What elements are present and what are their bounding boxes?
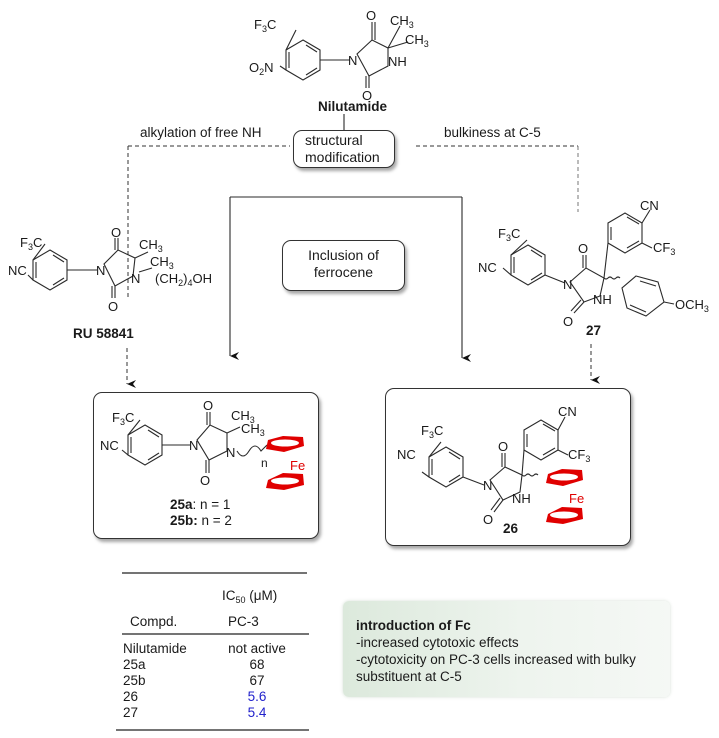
nh-label: NH (388, 54, 407, 69)
inclusion-ferrocene-box (282, 240, 405, 291)
n-label: N (131, 271, 140, 286)
note-line: -cytotoxicity on PC-3 cells increased wi… (356, 652, 636, 667)
note-line: substituent at C-5 (356, 669, 462, 684)
note-title: introduction of Fc (356, 618, 471, 633)
n-label: N (348, 53, 357, 68)
cf3-label: F3C (254, 17, 276, 34)
summary-note: introduction of Fc -increased cytotoxic … (343, 601, 670, 697)
o-label: O (366, 8, 376, 23)
label-line: ferrocene (313, 264, 374, 280)
chain-label: (CH2)4OH (155, 271, 212, 288)
cf3-label: CF3 (653, 240, 675, 257)
o-label: O (563, 314, 573, 329)
compound-26-box (385, 388, 631, 546)
ch3-label: CH3 (150, 254, 174, 271)
label-line: modification (305, 149, 380, 165)
cn-label: CN (640, 198, 659, 213)
och3-label: OCH3 (675, 297, 709, 314)
o-label: O (362, 88, 372, 103)
compound-name: Nilutamide (318, 99, 388, 114)
alkylation-label: alkylation of free NH (140, 125, 262, 140)
o-label: O (108, 299, 118, 314)
structural-modification-box (293, 130, 395, 168)
nc-label: NC (8, 263, 27, 278)
cf3-label: F3C (20, 235, 42, 252)
inclusion-ferrocene-label: Inclusion of ferrocene (282, 247, 405, 281)
ru58841-structure: F3C NC N N O O CH3 CH3 (CH2)4OH RU 58841 (8, 225, 212, 341)
ch3-label: CH3 (390, 13, 414, 30)
label-line: structural (305, 132, 363, 148)
n-label: N (563, 277, 572, 292)
compound-name: 27 (586, 323, 601, 338)
nilutamide-structure: F3C O2N N O O NH CH3 CH3 Nilutamide (249, 8, 429, 114)
o-label: O (111, 225, 121, 240)
nc-label: NC (478, 260, 497, 275)
cf3-label: F3C (498, 226, 520, 243)
ch3-label: CH3 (405, 32, 429, 49)
no2-label: O2N (249, 60, 274, 77)
compound-27-structure: F3C NC CN CF3 N O O NH OCH3 27 (478, 198, 709, 338)
nh-label: NH (593, 292, 612, 307)
compound-name: RU 58841 (73, 326, 134, 341)
ch3-label: CH3 (139, 237, 163, 254)
structural-modification-label: structural modification (305, 132, 380, 166)
note-line: -increased cytotoxic effects (356, 635, 519, 650)
compound-25-box (93, 392, 319, 539)
o-label: O (578, 241, 588, 256)
label-line: Inclusion of (308, 247, 379, 263)
n-label: N (96, 263, 105, 278)
bulkiness-label: bulkiness at C-5 (444, 125, 541, 140)
